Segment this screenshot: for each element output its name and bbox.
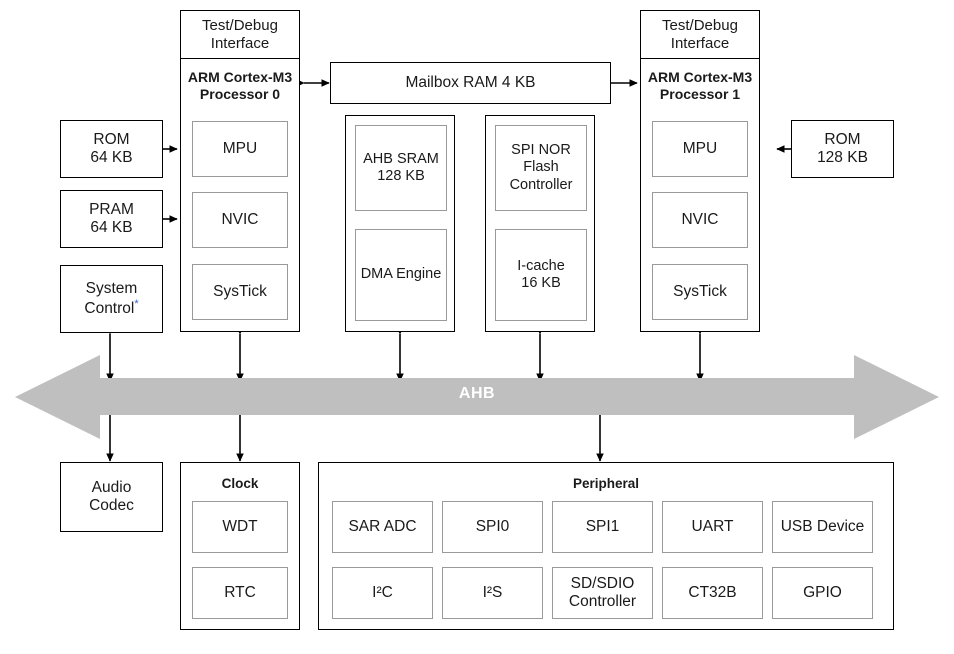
processor1-systick-block[interactable]: SysTick — [652, 264, 748, 320]
gpio-block[interactable]: GPIO — [772, 567, 873, 619]
clock-group-container[interactable]: Clock WDT RTC — [180, 462, 300, 630]
processor0-test-debug-interface: Test/Debug Interface — [181, 11, 299, 59]
processor0-systick-block[interactable]: SysTick — [192, 264, 288, 320]
i-cache-label: I-cache 16 KB — [517, 257, 565, 291]
processor1-test-debug-label: Test/Debug Interface — [662, 16, 738, 52]
spi1-block[interactable]: SPI1 — [552, 501, 653, 553]
sd-sdio-controller-label: SD/SDIO Controller — [568, 574, 637, 610]
system-control-label: System Control — [84, 279, 138, 318]
system-control-block[interactable]: System Control* — [60, 265, 163, 333]
ahb-sram-block[interactable]: AHB SRAM 128 KB — [355, 125, 447, 211]
processor0-mpu-block[interactable]: MPU — [192, 121, 288, 177]
processor0-name: ARM Cortex-M3 Processor 0 — [181, 69, 299, 103]
processor0-test-debug-label: Test/Debug Interface — [202, 16, 278, 52]
audio-codec-label: Audio Codec — [89, 478, 134, 514]
mailbox-ram-block[interactable]: Mailbox RAM 4 KB — [330, 62, 611, 104]
processor1-name: ARM Cortex-M3 Processor 1 — [641, 69, 759, 103]
rom-64kb-block[interactable]: ROM 64 KB — [60, 120, 163, 178]
rom-128kb-label: ROM 128 KB — [817, 130, 868, 166]
processor0-container[interactable]: Test/Debug Interface ARM Cortex-M3 Proce… — [180, 10, 300, 332]
uart-block[interactable]: UART — [662, 501, 763, 553]
uart-label: UART — [691, 517, 734, 535]
wdt-label: WDT — [222, 517, 258, 535]
dma-engine-label: DMA Engine — [360, 266, 442, 283]
gpio-label: GPIO — [803, 583, 842, 601]
peripheral-group-title: Peripheral — [572, 476, 640, 491]
rtc-block[interactable]: RTC — [192, 567, 288, 619]
i2c-block[interactable]: I²C — [332, 567, 433, 619]
ct32b-block[interactable]: CT32B — [662, 567, 763, 619]
spi-nor-flash-controller-label: SPI NOR Flash Controller — [509, 142, 573, 193]
spi-nor-flash-controller-block[interactable]: SPI NOR Flash Controller — [495, 125, 587, 211]
processor1-container[interactable]: Test/Debug Interface ARM Cortex-M3 Proce… — [640, 10, 760, 332]
rtc-label: RTC — [224, 583, 256, 601]
peripheral-group-container[interactable]: Peripheral SAR ADC SPI0 SPI1 UART USB De… — [318, 462, 894, 630]
spi0-block[interactable]: SPI0 — [442, 501, 543, 553]
processor0-nvic-label: NVIC — [221, 210, 259, 228]
ahb-bus-arrow — [15, 355, 939, 439]
audio-codec-block[interactable]: Audio Codec — [60, 462, 163, 532]
memory-group-container[interactable]: AHB SRAM 128 KB DMA Engine — [345, 115, 455, 332]
processor1-name-label: ARM Cortex-M3 Processor 1 — [647, 69, 753, 102]
i-cache-block[interactable]: I-cache 16 KB — [495, 229, 587, 321]
pram-64kb-label: PRAM 64 KB — [89, 200, 134, 236]
processor1-test-debug-interface: Test/Debug Interface — [641, 11, 759, 59]
footnote-asterisk: * — [134, 297, 139, 310]
rom-64kb-label: ROM 64 KB — [90, 130, 133, 166]
i2s-label: I²S — [482, 583, 503, 601]
mailbox-ram-label: Mailbox RAM 4 KB — [405, 73, 536, 91]
processor1-nvic-block[interactable]: NVIC — [652, 192, 748, 248]
pram-64kb-block[interactable]: PRAM 64 KB — [60, 190, 163, 248]
i2s-block[interactable]: I²S — [442, 567, 543, 619]
processor1-mpu-label: MPU — [682, 139, 718, 157]
processor0-systick-label: SysTick — [213, 282, 267, 300]
processor1-systick-label: SysTick — [673, 282, 727, 300]
i2c-label: I²C — [372, 583, 393, 601]
spi1-label: SPI1 — [585, 517, 620, 535]
sd-sdio-controller-block[interactable]: SD/SDIO Controller — [552, 567, 653, 619]
ahb-sram-label: AHB SRAM 128 KB — [363, 150, 439, 184]
clock-group-title: Clock — [221, 476, 259, 491]
dma-engine-block[interactable]: DMA Engine — [355, 229, 447, 321]
processor0-name-label: ARM Cortex-M3 Processor 0 — [187, 69, 293, 102]
usb-device-label: USB Device — [780, 517, 865, 535]
processor0-nvic-block[interactable]: NVIC — [192, 192, 288, 248]
processor1-nvic-label: NVIC — [681, 210, 719, 228]
sar-adc-block[interactable]: SAR ADC — [332, 501, 433, 553]
ct32b-label: CT32B — [688, 583, 737, 601]
spi0-label: SPI0 — [475, 517, 510, 535]
rom-128kb-block[interactable]: ROM 128 KB — [791, 120, 894, 178]
processor0-mpu-label: MPU — [222, 139, 258, 157]
flash-group-container[interactable]: SPI NOR Flash Controller I-cache 16 KB — [485, 115, 595, 332]
sar-adc-label: SAR ADC — [348, 517, 417, 535]
system-control-label-wrap: System Control* — [84, 280, 138, 319]
processor1-mpu-block[interactable]: MPU — [652, 121, 748, 177]
usb-device-block[interactable]: USB Device — [772, 501, 873, 553]
wdt-block[interactable]: WDT — [192, 501, 288, 553]
